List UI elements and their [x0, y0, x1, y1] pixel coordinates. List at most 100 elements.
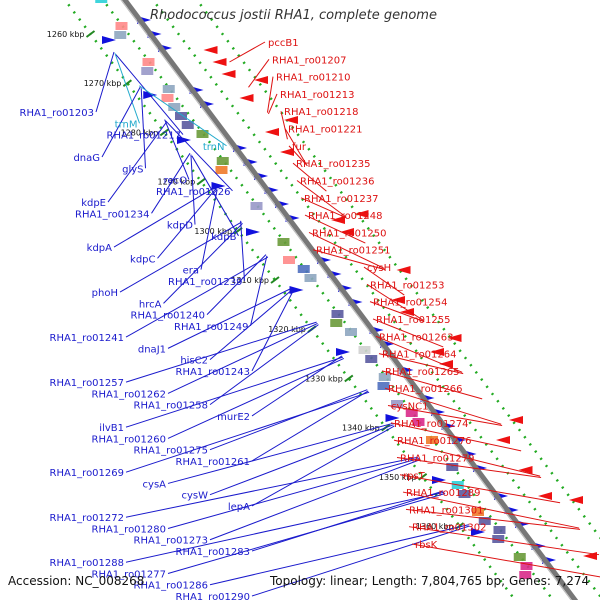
- left-leader-line: [126, 457, 418, 517]
- right-gene-label: cysNC1: [391, 402, 428, 413]
- right-gene-label: rpsT: [403, 471, 426, 482]
- left-gene-label: RHA1_ro01272: [50, 513, 125, 524]
- left-gene-label: hisC2: [180, 356, 208, 367]
- scale-tick-mark: [197, 179, 205, 185]
- feature-block: [251, 202, 263, 210]
- feature-block: [359, 346, 371, 354]
- left-gene-label: kdpA: [87, 243, 112, 254]
- right-gene-label: RHA1_ro01250: [312, 228, 387, 239]
- feature-block: [345, 328, 357, 336]
- reverse-gene-arrow: [509, 416, 523, 424]
- feature-block: [175, 112, 187, 120]
- right-gene-label: RHA1_ro01210: [276, 73, 351, 84]
- feature-tracks: [95, 0, 597, 579]
- left-gene-label: cysA: [143, 479, 167, 490]
- feature-block: [95, 0, 107, 3]
- reverse-gene-arrow: [222, 70, 236, 78]
- right-gene-label: RHA1_ro01251: [316, 246, 391, 257]
- left-leader-line: [251, 256, 267, 326]
- right-gene-label: RHA1_ro01218: [284, 107, 359, 118]
- left-gene-label: RHA1_ro01203: [20, 108, 95, 119]
- left-gene-label: RHA1_ro01269: [50, 468, 125, 479]
- reverse-gene-arrow: [213, 58, 227, 66]
- left-leader-line: [115, 53, 140, 123]
- scale-tick-label: 1320 kbp: [268, 325, 306, 334]
- right-gene-label: pccB1: [268, 38, 299, 49]
- left-gene-label: RHA1_ro01261: [176, 457, 251, 468]
- left-gene-label: kdpE: [81, 198, 106, 209]
- reverse-gene-arrow: [397, 266, 411, 274]
- left-gene-label: RHA1_ro01280: [92, 524, 167, 535]
- right-gene-label: RHA1_ro01265: [385, 367, 460, 378]
- feature-block: [216, 166, 228, 174]
- feature-block: [116, 22, 128, 30]
- left-gene-label: kdpB: [211, 232, 236, 243]
- left-leader-line: [210, 325, 318, 405]
- right-gene-label: RHA1_ro01302: [412, 523, 487, 534]
- gene-labels: RHA1_ro01203trnMRHA1_ro01217trnNdnaGglyS…: [20, 38, 487, 600]
- left-gene-label: RHA1_ro01258: [134, 401, 209, 412]
- right-gene-label: RHA1_ro01266: [388, 384, 463, 395]
- feature-block: [332, 310, 344, 318]
- feature-block: [114, 31, 126, 39]
- topology-text: Topology: linear; Length: 7,804,765 bp; …: [270, 574, 589, 588]
- left-gene-label: RHA1_ro01217: [107, 131, 182, 142]
- right-gene-label: cysH: [367, 263, 391, 274]
- right-gene-label: RHA1_ro01254: [373, 298, 448, 309]
- right-leader-line: [230, 42, 266, 62]
- left-gene-label: phoH: [92, 288, 118, 299]
- left-gene-label: dnaG: [73, 153, 100, 164]
- right-gene-label: RHA1_ro01279: [400, 453, 475, 464]
- left-leader-line: [210, 460, 420, 540]
- accession-text: Accession: NC_008268: [8, 574, 144, 588]
- reverse-gene-arrow: [265, 128, 279, 136]
- left-gene-label: RHA1_ro01283: [176, 547, 251, 558]
- feature-block: [141, 67, 153, 75]
- scale-tick-mark: [271, 277, 279, 283]
- left-gene-label: RHA1_ro01240: [131, 311, 206, 322]
- left-gene-label: era: [183, 266, 199, 277]
- left-leader-line: [168, 493, 445, 573]
- left-gene-label: RHA1_ro01260: [92, 434, 167, 445]
- map-title: Rhodococcus jostii RHA1, complete genome: [150, 8, 437, 23]
- feature-block: [197, 130, 209, 138]
- left-gene-label: glyS: [122, 164, 143, 175]
- feature-block: [163, 85, 175, 93]
- left-gene-label: murE2: [217, 412, 250, 423]
- left-gene-label: RHA1_ro01286: [134, 581, 209, 592]
- feature-block: [217, 157, 229, 165]
- left-gene-label: RHA1_ro01234: [75, 209, 150, 220]
- left-gene-label: RHA1_ro01288: [50, 558, 125, 569]
- feature-block: [365, 355, 377, 363]
- right-gene-label: RHA1_ro01207: [272, 55, 347, 66]
- left-gene-label: ilvB1: [99, 423, 124, 434]
- left-gene-label: hrcA: [139, 299, 162, 310]
- forward-gene-arrow: [336, 348, 350, 356]
- left-gene-label: cysW: [181, 491, 208, 502]
- right-gene-label: RHA1_ro01235: [296, 159, 371, 170]
- right-gene-label: RHA1_ro01237: [304, 194, 379, 205]
- forward-gene-arrow: [102, 36, 116, 44]
- feature-block: [330, 319, 342, 327]
- right-gene-label: RHA1_ro01263: [379, 332, 454, 343]
- left-gene-label: RHA1_ro01290: [176, 592, 251, 600]
- right-gene-label: RHA1_ro01221: [288, 125, 363, 136]
- right-gene-label: RHA1_ro01248: [308, 211, 383, 222]
- feature-block: [305, 274, 317, 282]
- feature-block: [162, 94, 174, 102]
- left-gene-label: RHA1_ro01262: [92, 389, 167, 400]
- left-gene-label: kdpC: [130, 254, 155, 265]
- scale-tick-mark: [345, 375, 353, 381]
- reverse-gene-arrow: [496, 436, 510, 444]
- right-gene-label: RHA1_ro01274: [394, 419, 469, 430]
- right-leader-line: [267, 77, 273, 113]
- right-gene-label: RHA1_ro01301: [409, 505, 484, 516]
- scale-tick-label: 1270 kbp: [84, 79, 122, 88]
- right-gene-label: RHA1_ro01213: [280, 90, 355, 101]
- left-gene-label: lepA: [228, 502, 250, 513]
- left-gene-label: RHA1_ro01239: [168, 277, 243, 288]
- feature-block: [494, 526, 506, 534]
- scale-tick-label: 1260 kbp: [47, 30, 85, 39]
